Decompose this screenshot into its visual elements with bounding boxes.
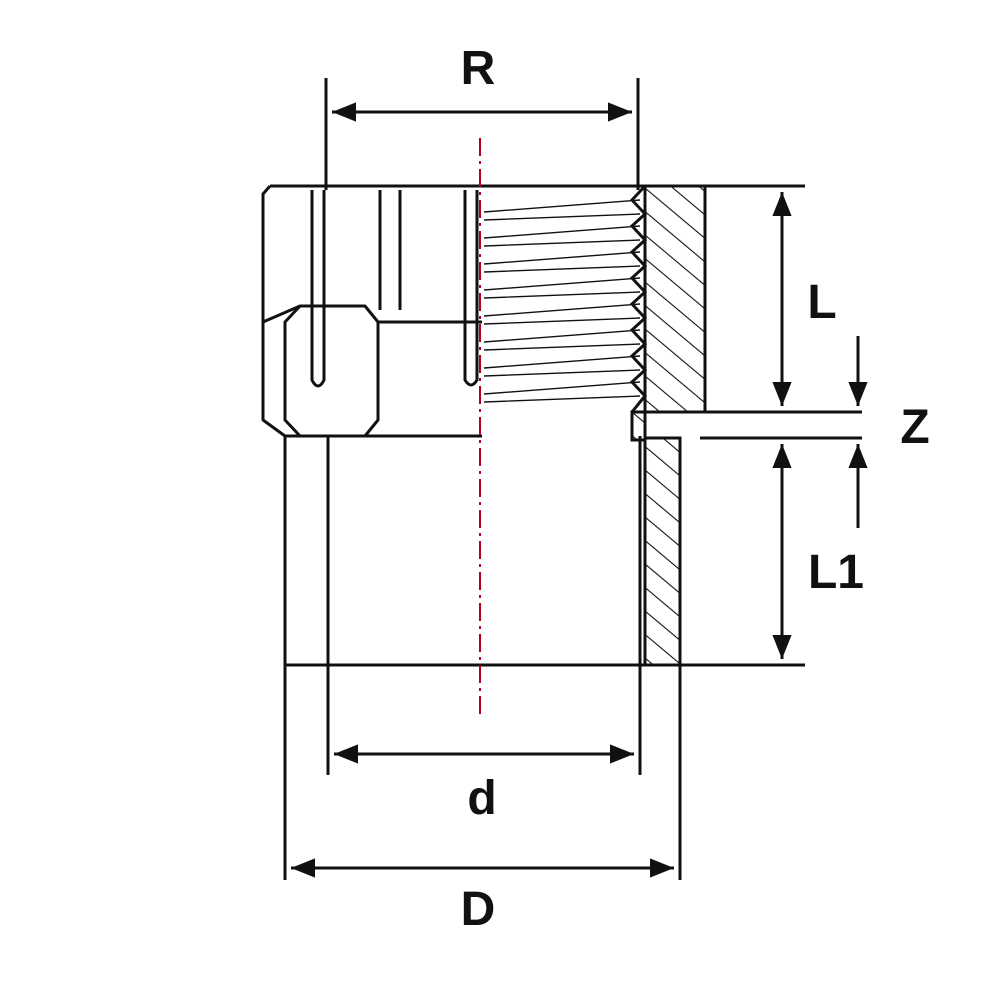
hatched-wall xyxy=(630,184,707,667)
internal-thread xyxy=(483,199,641,403)
dimension-R xyxy=(324,78,640,190)
thread-profile xyxy=(629,184,648,413)
hex-slots xyxy=(310,190,479,388)
label-d: d xyxy=(467,772,496,825)
dimension-D xyxy=(283,665,682,880)
label-Z: Z xyxy=(900,401,929,454)
label-L: L xyxy=(807,276,836,329)
label-D: D xyxy=(461,883,496,936)
label-R: R xyxy=(461,42,496,95)
dimension-d xyxy=(326,665,642,775)
label-L1: L1 xyxy=(808,546,864,599)
